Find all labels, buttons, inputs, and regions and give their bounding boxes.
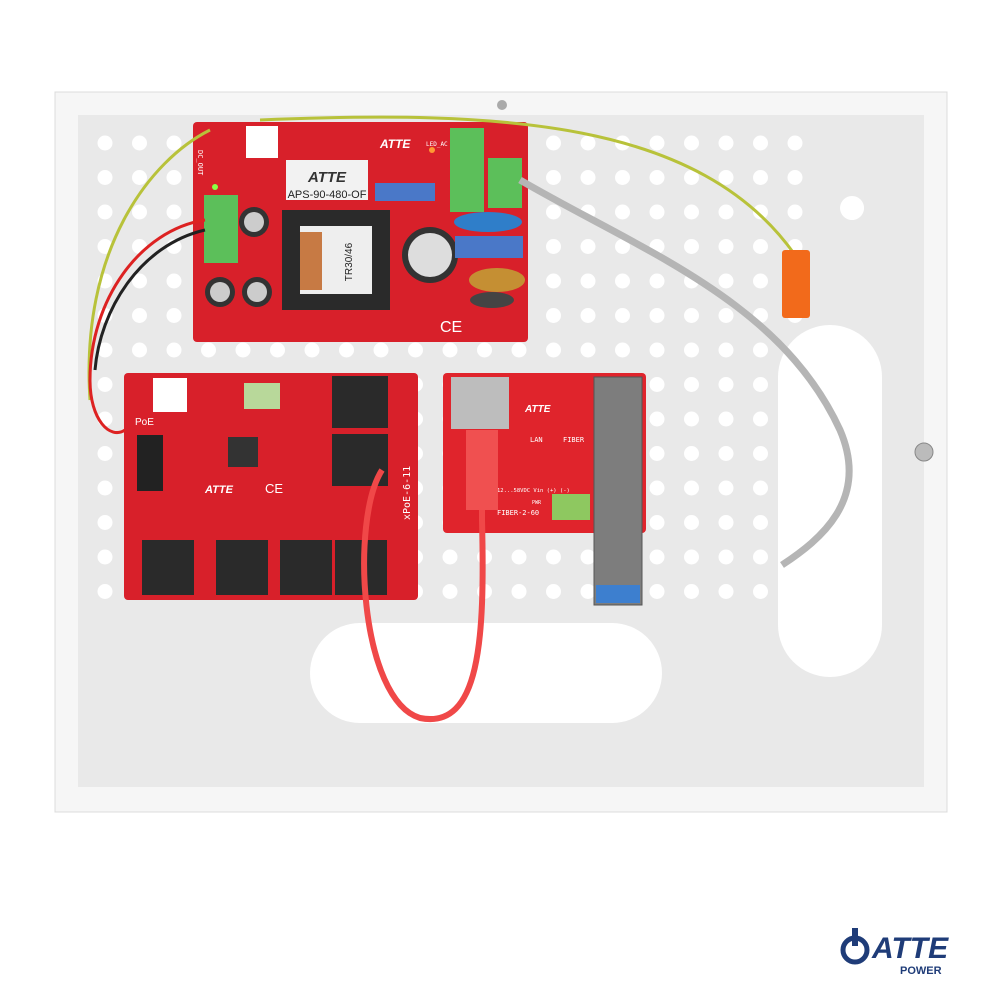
logo-brand: ATTE [871, 932, 949, 965]
fiber-brand-logo: ATTE [524, 404, 551, 415]
transformer-label: TR30/46 [344, 242, 355, 281]
dc-out-label: DC_OUT [196, 150, 204, 176]
ac-fuse-holder [450, 128, 484, 212]
poe-label: PoE [135, 417, 154, 428]
psu-ce-mark: CE [440, 319, 462, 336]
patch-cable [361, 460, 486, 723]
wago-connector [782, 250, 810, 318]
fiber-pwr-label: PWR [532, 500, 542, 506]
psu-label-brand: ATTE [307, 169, 347, 186]
fiber-model: FIBER-2-60 [497, 509, 539, 517]
switch-model: xPoE-6-11 [402, 466, 413, 520]
keyhole [840, 196, 865, 220]
poe-switch-board: PoE ATTE CE xPoE-6-11 [124, 373, 418, 600]
psu-board: ATTE APS-90-480-OF TR30/46 LED_AC DC_OUT… [193, 122, 528, 342]
switch-ce-mark: CE [265, 481, 283, 496]
led-ac-label: LED_AC [426, 141, 448, 148]
earth-wire [87, 115, 797, 401]
fiber-lan-label: LAN [530, 436, 543, 444]
logo-sub: POWER [900, 965, 942, 977]
ac-terminal [488, 158, 522, 208]
atte-power-logo: ATTE POWER [840, 928, 949, 977]
grey-cable [518, 176, 853, 568]
fiber-fiber-label: FIBER [563, 436, 585, 444]
dc-terminal [204, 195, 238, 263]
side-opening [778, 325, 882, 677]
dc-wire-red [88, 218, 206, 434]
switch-brand-logo: ATTE [204, 484, 234, 496]
top-hole [497, 100, 507, 110]
dc-wire-black [93, 228, 206, 371]
sfp-module [593, 376, 643, 606]
psu-model: APS-90-480-OF [288, 189, 367, 201]
screw [914, 442, 934, 462]
psu-brand-logo: ATTE [379, 137, 411, 151]
fiber-vin-label: 12...58VDC Vin (+) (-) [497, 488, 570, 494]
bottom-opening [310, 623, 662, 723]
